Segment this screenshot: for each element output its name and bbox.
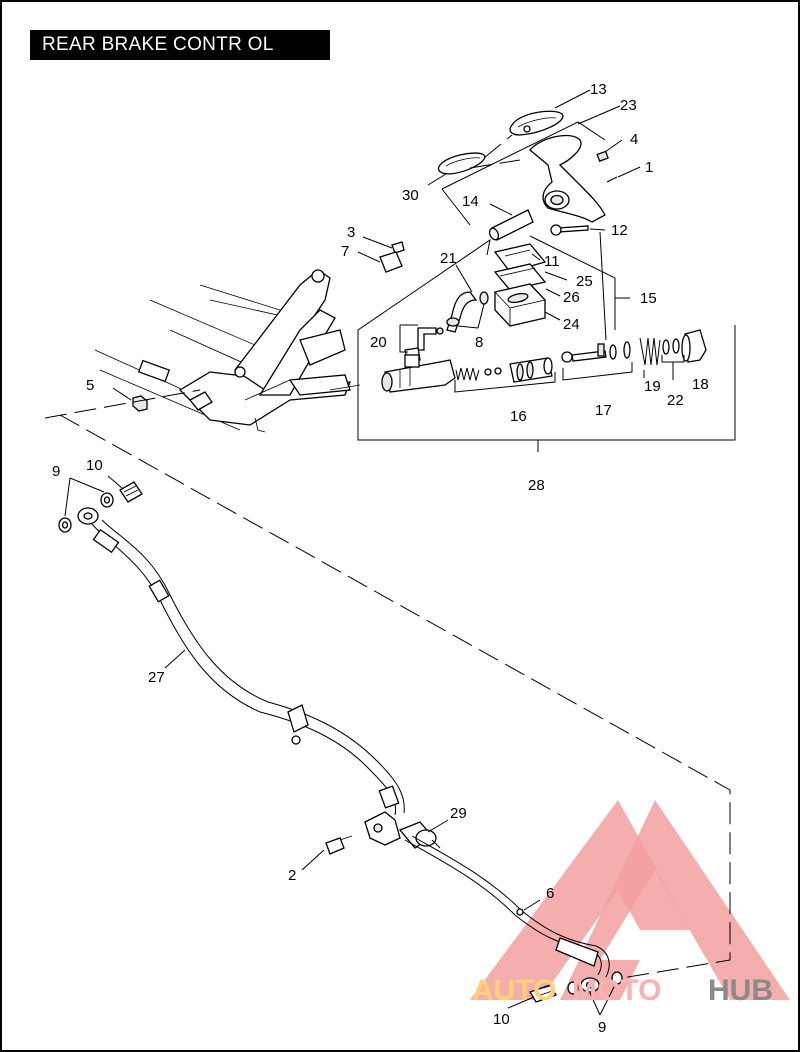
part-5-nut <box>132 395 148 412</box>
callout-4: 4 <box>630 131 638 148</box>
watermark-word-hub: HUB <box>708 974 773 1007</box>
diagram-title: REAR BRAKE CONTR OL <box>30 30 330 60</box>
callout-9-top: 9 <box>52 463 60 480</box>
callout-10-top: 10 <box>86 457 103 474</box>
callout-5: 5 <box>86 377 94 394</box>
motorcycle-frame <box>94 269 361 433</box>
callout-7: 7 <box>341 243 349 260</box>
callout-30: 30 <box>402 187 419 204</box>
watermark-word-moto: MOTO <box>572 974 661 1007</box>
callout-labels: 13 23 4 1 30 14 12 3 7 21 11 25 15 26 24… <box>52 81 709 1036</box>
callout-17: 17 <box>595 402 612 419</box>
callout-27: 27 <box>148 669 165 686</box>
callout-23: 23 <box>620 97 637 114</box>
callout-18: 18 <box>692 376 709 393</box>
brake-pedal-assembly <box>437 110 618 341</box>
callout-15: 15 <box>640 290 657 307</box>
callout-1: 1 <box>645 159 653 176</box>
callout-26: 26 <box>563 289 580 306</box>
callout-29: 29 <box>450 805 467 822</box>
callout-16: 16 <box>510 408 527 425</box>
callout-19: 19 <box>644 378 661 395</box>
callout-22: 22 <box>667 392 684 409</box>
callout-28: 28 <box>528 477 545 494</box>
leader-lines <box>64 89 641 1016</box>
brake-hose-assembly <box>58 481 405 816</box>
watermark-logo <box>470 800 790 1000</box>
callout-24: 24 <box>563 316 580 333</box>
watermark-triangle-right <box>560 800 790 1000</box>
watermark-word-auto: AUTO <box>472 974 556 1007</box>
callout-6: 6 <box>546 885 554 902</box>
lower-bracket-assembly <box>325 811 623 1003</box>
callout-8: 8 <box>475 334 483 351</box>
callout-20: 20 <box>370 334 387 351</box>
callout-11: 11 <box>544 253 560 270</box>
callout-2: 2 <box>288 867 296 884</box>
callout-21: 21 <box>440 250 457 267</box>
callout-14: 14 <box>462 193 479 210</box>
dashed-guide-line <box>44 389 201 419</box>
callout-3: 3 <box>347 224 355 241</box>
master-cylinder-assembly <box>357 325 736 441</box>
reservoir-assembly <box>357 235 630 440</box>
callout-25: 25 <box>576 273 593 290</box>
callout-9-bottom: 9 <box>598 1019 606 1036</box>
watermark-text: AUTO MOTO HUB <box>472 974 773 1007</box>
callout-12: 12 <box>611 222 628 239</box>
callout-13: 13 <box>590 81 607 98</box>
callout-10-bottom: 10 <box>493 1011 510 1028</box>
